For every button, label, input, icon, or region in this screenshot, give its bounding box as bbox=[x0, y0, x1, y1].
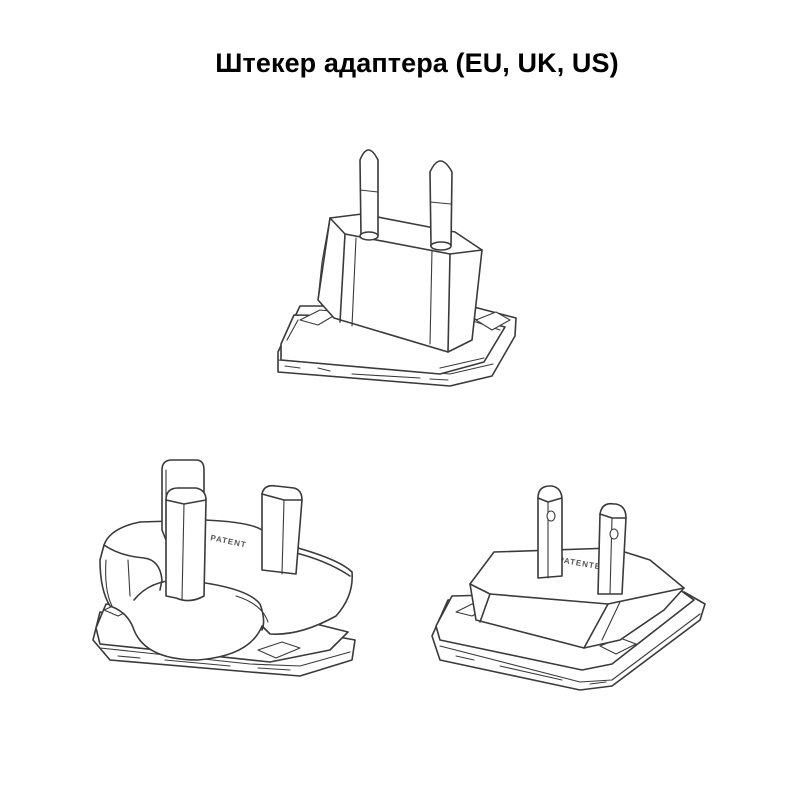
page-title: Штекер адаптера (EU, UK, US) bbox=[215, 48, 619, 78]
